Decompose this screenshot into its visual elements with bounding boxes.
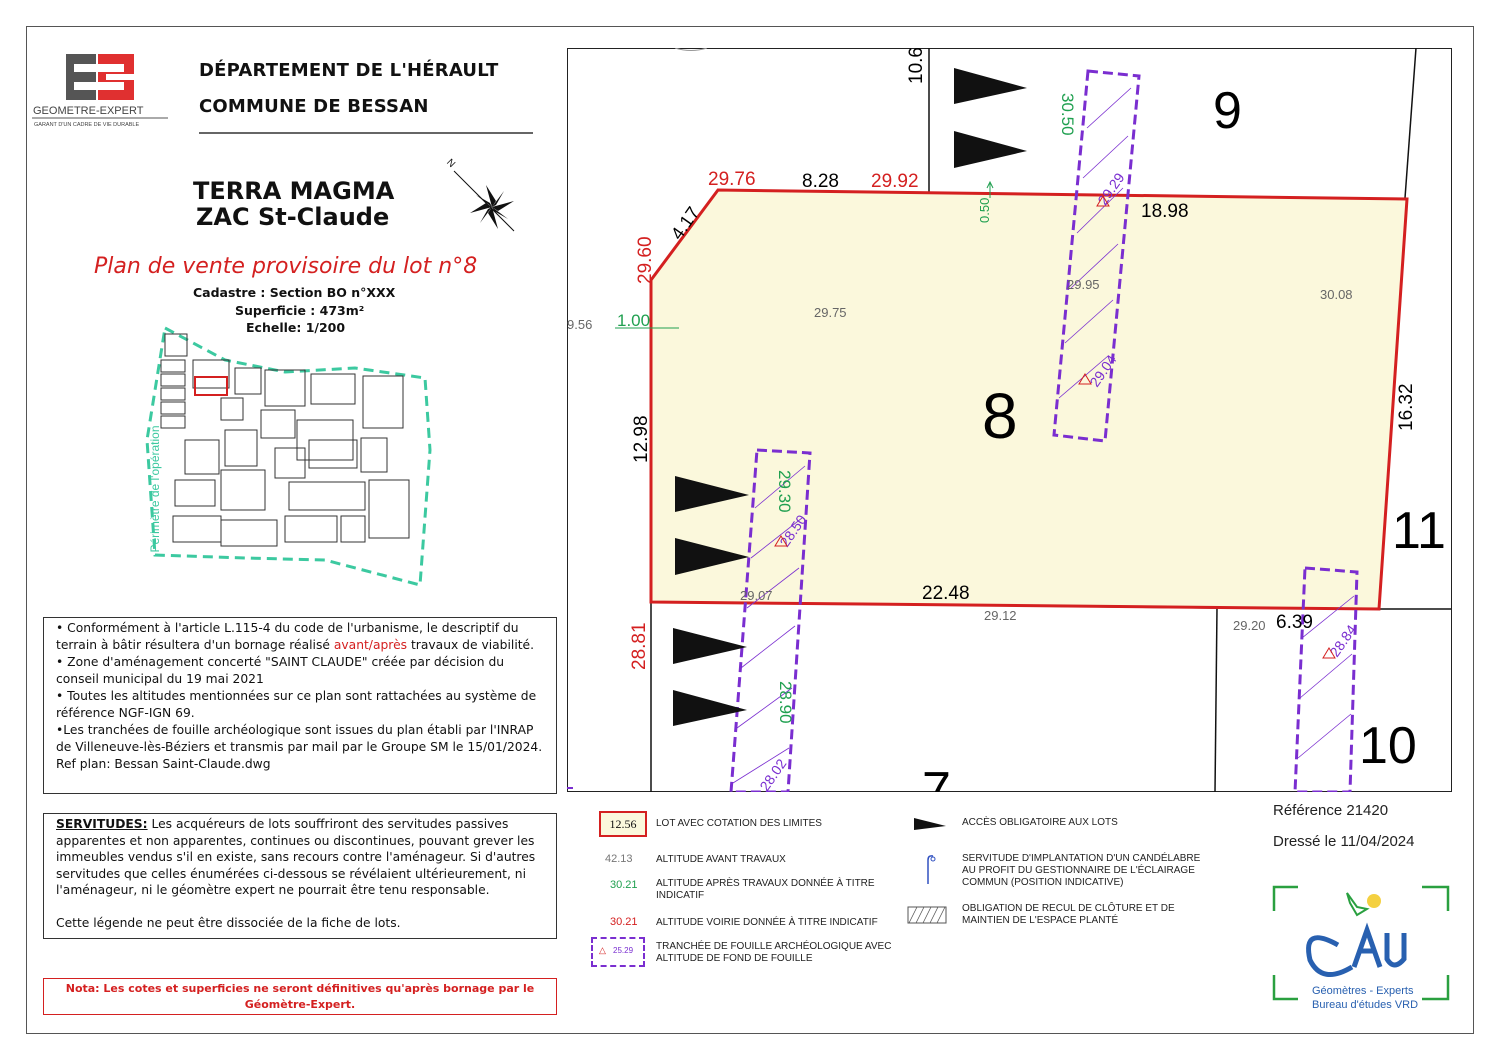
servitudes-text: Les acquéreurs de lots souffriront des s… <box>56 817 536 897</box>
alt-gray: 29.20 <box>1233 618 1266 633</box>
access-arrow-icon <box>675 538 749 575</box>
alt-gray: 29.75 <box>814 305 847 320</box>
logo-tagline: GARANT D'UN CADRE DE VIE DURABLE <box>34 122 140 128</box>
alt-green: 1.00 <box>617 311 650 330</box>
alt-green: 30.50 <box>1058 93 1077 136</box>
lot-number-10: 10 <box>1359 717 1417 775</box>
dim-red: 29.92 <box>871 171 919 192</box>
lot-8-boundary <box>649 188 1409 611</box>
servitudes-footer: Cette légende ne peut être dissociée de … <box>56 915 401 930</box>
trench-west <box>729 448 812 792</box>
access-arrow-icon <box>954 68 1027 104</box>
alt-green: 28.90 <box>776 681 795 724</box>
project-name: TERRA MAGMA <box>193 177 395 205</box>
legend-alt-apres-sample: 30.21 <box>610 879 638 891</box>
trench-marker-icon <box>1078 373 1092 385</box>
cadastre-info: Cadastre : Section BO n°XXX <box>193 285 396 300</box>
legend-alt-voirie-sample: 30.21 <box>610 916 638 928</box>
lot-number-11: 11 <box>1392 502 1446 560</box>
alt-green: 0.50 <box>977 198 992 223</box>
lot-number-7: 7 <box>922 762 951 792</box>
legend-lot-label: LOT AVEC COTATION DES LIMITES <box>656 818 822 829</box>
cadastral-map: 8 9 11 10 7 29.76 29.92 29.60 28.81 8.28… <box>567 48 1452 792</box>
legend-alt-apres-label: ALTITUDE APRÈS TRAVAUX DONNÉE À TITRE IN… <box>656 878 875 901</box>
access-arrow-icon <box>673 690 747 726</box>
lot-number-9: 9 <box>1213 82 1242 140</box>
plan-title: Plan de vente provisoire du lot n°8 <box>94 254 478 279</box>
alt-gray: 29.12 <box>984 608 1017 623</box>
company-line1: Géomètres - Experts <box>1312 985 1414 997</box>
dim-black: 10.6 <box>906 48 927 84</box>
legend-alt-avant-sample: 42.13 <box>605 853 633 865</box>
notes-box: • Conformément à l'article L.115-4 du co… <box>43 617 557 794</box>
legend-trench-swatch: △ 25.29 <box>591 937 645 967</box>
legend-alt-voirie-label: ALTITUDE VOIRIE DONNÉE À TITRE INDICATIF <box>656 917 878 928</box>
north-arrow-icon <box>453 170 515 232</box>
location-minimap <box>145 326 432 587</box>
trench-marker-icon <box>1096 195 1110 207</box>
note-1a: • Conformément à l'article L.115-4 du co… <box>56 621 519 652</box>
geometre-expert-logo <box>32 54 168 119</box>
access-arrow-icon <box>675 476 749 512</box>
nota-box: Nota: Les cotes et superficies ne seront… <box>43 978 557 1015</box>
department-heading: DÉPARTEMENT DE L'HÉRAULT <box>199 60 499 81</box>
note-4: •Les tranchées de fouille archéologique … <box>56 723 543 771</box>
servitudes-heading: SERVITUDES: <box>56 817 148 831</box>
note-2: • Zone d'aménagement concerté "SAINT CLA… <box>56 655 505 686</box>
dim-black: 6.39 <box>1276 612 1313 633</box>
trench-marker-icon <box>774 535 788 547</box>
legend-access-arrow-icon <box>914 818 946 830</box>
note-1-red: avant/après <box>333 638 408 652</box>
legend-candelabre-icon <box>927 855 936 884</box>
lot-number-8: 8 <box>982 380 1018 452</box>
reference-number: Référence 21420 <box>1273 802 1389 819</box>
alt-gray: 29.07 <box>740 588 773 603</box>
legend-trench-label: TRANCHÉE DE FOUILLE ARCHÉOLOGIQUE AVEC A… <box>656 941 892 964</box>
legend-recul-label: OBLIGATION DE RECUL DE CLÔTURE ET DE MAI… <box>962 903 1175 926</box>
servitudes-box: SERVITUDES: Les acquéreurs de lots souff… <box>43 813 557 939</box>
company-line2: Bureau d'études VRD <box>1312 999 1419 1011</box>
commune-heading: COMMUNE DE BESSAN <box>199 96 429 117</box>
dim-black: 12.98 <box>631 415 652 463</box>
page-frame <box>26 26 1474 1034</box>
access-arrow-icon <box>954 131 1027 168</box>
legend-candelabre-label: SERVITUDE D'IMPLANTATION D'UN CANDÉLABRE… <box>962 853 1201 888</box>
legend-lot-sample: 12.56 <box>609 817 637 831</box>
note-3: • Toutes les altitudes mentionnées sur c… <box>56 689 537 720</box>
legend-alt-avant-label: ALTITUDE AVANT TRAVAUX <box>656 854 786 865</box>
alt-gray: 29.95 <box>1067 277 1100 292</box>
legend-access-label: ACCÈS OBLIGATOIRE AUX LOTS <box>962 817 1118 828</box>
alt-gray: 9.56 <box>567 317 592 332</box>
legend-lot-swatch: 12.56 <box>599 811 647 837</box>
legend-recul-hatch-icon <box>907 906 947 924</box>
echelle-info: Echelle: 1/200 <box>246 320 346 335</box>
partial-arc <box>674 48 708 51</box>
dim-red: 29.60 <box>635 236 656 284</box>
access-arrow-icon <box>673 628 747 664</box>
dim-black: 16.32 <box>1396 383 1417 431</box>
trench-north <box>1052 69 1141 443</box>
legend-trench-sample: 25.29 <box>613 946 634 955</box>
note-1b: travaux de viabilité. <box>407 638 535 652</box>
dim-red: 29.76 <box>708 169 756 190</box>
dim-red: 28.81 <box>629 622 650 670</box>
header-divider <box>199 132 533 134</box>
dim-black: 18.98 <box>1141 201 1189 222</box>
dim-black: 8.28 <box>802 171 839 192</box>
alt-green: 29.30 <box>775 470 794 513</box>
alt-gray: 30.08 <box>1320 287 1353 302</box>
perimeter-label: Périmètre de l'opération <box>148 425 162 553</box>
trench-east <box>1293 566 1359 792</box>
ceau-logo <box>1272 885 1450 1001</box>
trench-marker-icon <box>1322 647 1336 659</box>
superficie-info: Superficie : 473m² <box>235 303 365 318</box>
project-zone: ZAC St-Claude <box>196 203 390 231</box>
legend-trench-marker-icon: △ <box>599 945 606 955</box>
dim-black: 22.48 <box>922 583 970 604</box>
logo-text: GEOMETRE-EXPERT <box>33 105 144 117</box>
drawing-date: Dressé le 11/04/2024 <box>1273 833 1415 850</box>
